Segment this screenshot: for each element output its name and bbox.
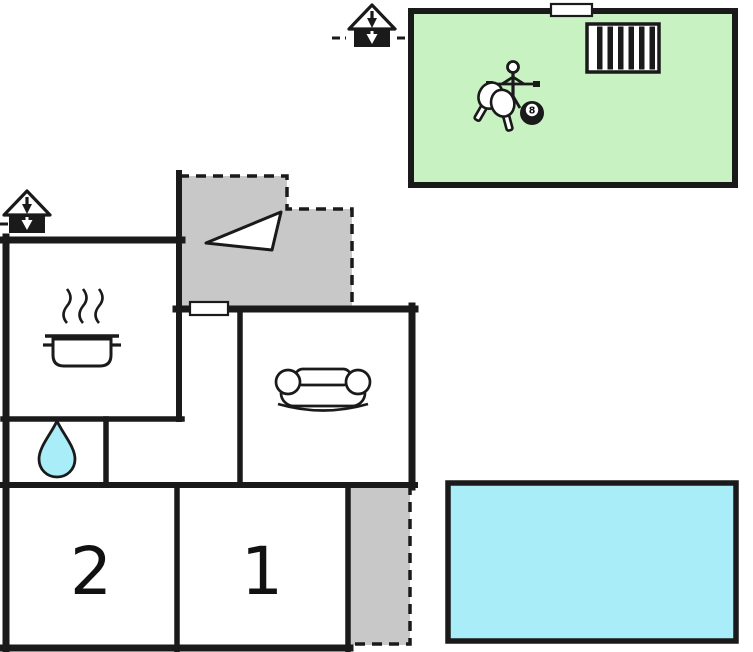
sofa-icon <box>274 367 372 412</box>
hallway <box>106 419 240 485</box>
building-walls <box>0 170 419 652</box>
side-terrace <box>350 484 410 645</box>
water-drop-icon <box>37 417 77 479</box>
steam-icon <box>62 288 104 324</box>
fence-icon <box>585 22 661 74</box>
games-room-door-marker <box>549 2 594 18</box>
bedroom-1-label: 1 <box>241 533 283 610</box>
kitchen-room <box>6 240 179 419</box>
bedroom-2-label: 2 <box>70 533 112 610</box>
house-door-marker <box>188 300 230 317</box>
cooking-pot-icon <box>43 334 121 368</box>
eight-ball-icon: 8 <box>520 101 544 125</box>
upper-terrace-dashed-border <box>179 174 354 307</box>
games-room <box>408 8 738 188</box>
side-terrace-dashed-border <box>351 485 412 646</box>
eight-ball-label: 8 <box>529 106 536 117</box>
entrance-icon-house <box>2 189 52 235</box>
entrance-icon-games-room <box>347 3 397 49</box>
swimming-pool <box>445 480 739 644</box>
table-tennis-paddles-icon <box>473 81 516 132</box>
bedroom-2-room <box>6 485 177 648</box>
bedroom-1-room <box>177 485 348 648</box>
triangle-pointer-icon <box>204 210 283 252</box>
